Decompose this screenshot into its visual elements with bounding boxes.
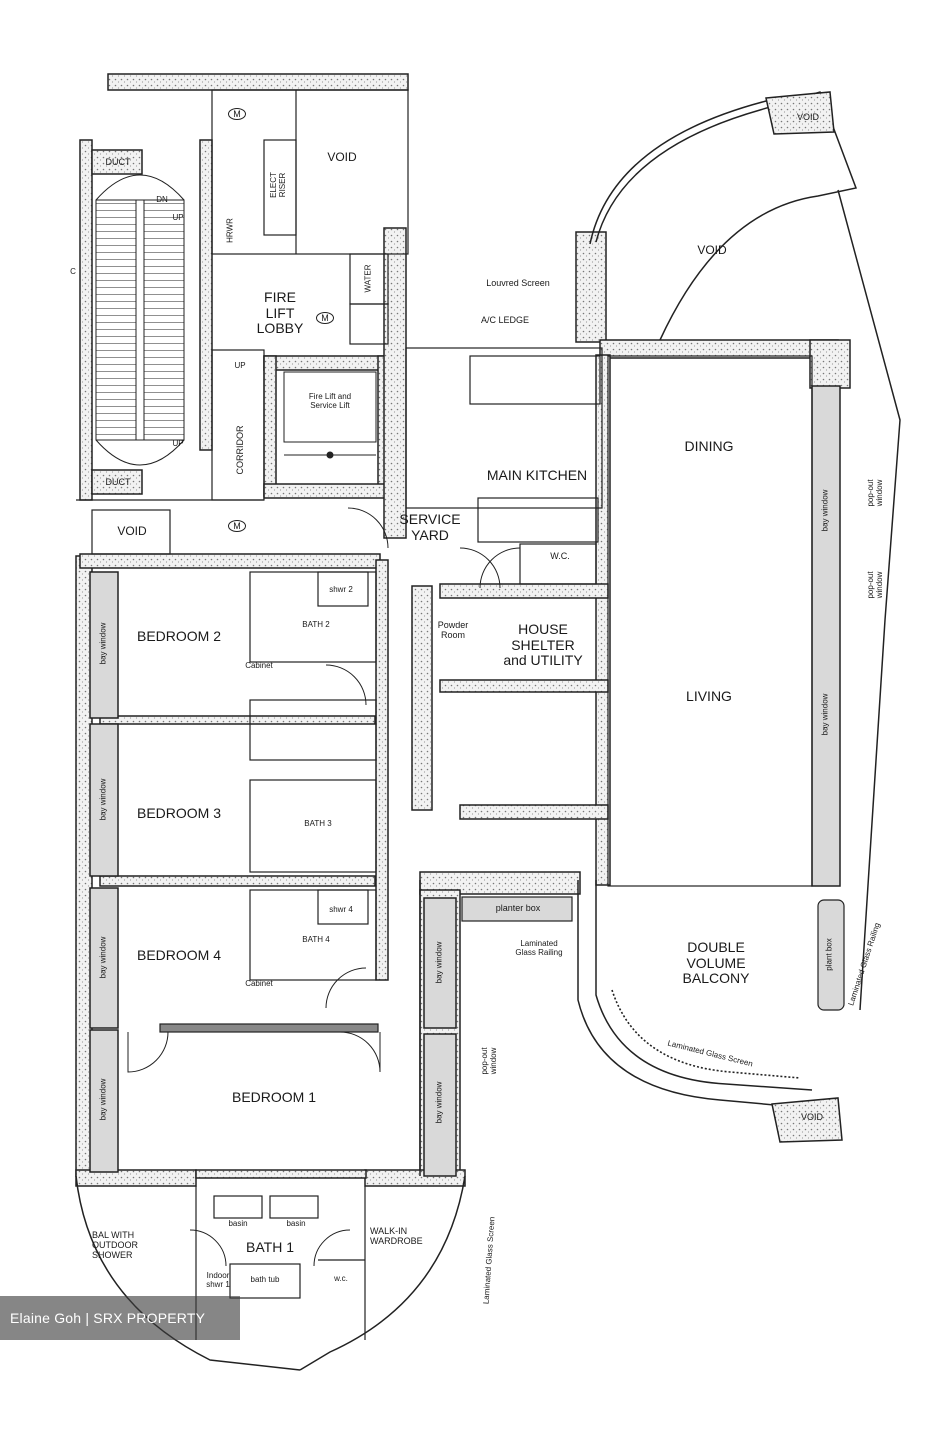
- shwr4-label: shwr 4: [329, 905, 353, 914]
- stair-dn-label: DN: [156, 195, 168, 204]
- lift-shaft: [283, 371, 377, 459]
- bedroom3-label: BEDROOM 3: [136, 805, 221, 821]
- stair-up-label-2: UP: [172, 439, 184, 448]
- wc-service-label: W.C.: [550, 551, 570, 561]
- watermark: Elaine Goh | SRX PROPERTY: [0, 1296, 240, 1340]
- bay-window-label-6: bay window: [434, 1081, 444, 1124]
- staircase: [95, 174, 185, 466]
- c-marker-label: C: [70, 267, 76, 276]
- laminated-glass-railing-label: Laminated Glass Railing: [515, 939, 563, 957]
- void-top-label: VOID: [327, 150, 357, 164]
- void-left-label: VOID: [117, 524, 147, 538]
- bath3-label: BATH 3: [304, 819, 332, 828]
- dining-label: DINING: [684, 438, 734, 454]
- bay-window-label-7: bay window: [820, 489, 830, 532]
- balcony-screen-hatch: [611, 989, 801, 1079]
- bay-window-label-5: bay window: [434, 941, 444, 984]
- ac-ledge-label: A/C LEDGE: [480, 315, 529, 325]
- void-corner-boxes: [765, 91, 843, 1143]
- bay-window-label-8: bay window: [820, 693, 830, 736]
- walls: [75, 73, 851, 1187]
- walk-in-wardrobe-label: WALK-IN WARDROBE: [370, 1226, 423, 1247]
- interior-lines: [76, 89, 845, 1340]
- bay-window-label-4: bay window: [98, 1078, 108, 1121]
- doors: [127, 507, 521, 1267]
- bay-window-label-3: bay window: [98, 936, 108, 979]
- m-marker-label-3: M: [228, 520, 246, 533]
- bedroom2-label: BEDROOM 2: [136, 628, 221, 644]
- wc-master-label: w.c.: [334, 1274, 348, 1283]
- duct-boxes: [91, 149, 143, 495]
- fire-lift-lobby-label: FIRE LIFT LOBBY: [256, 289, 304, 337]
- cabinet2-label: Cabinet: [245, 661, 273, 670]
- duct-bottom-label: DUCT: [105, 477, 131, 487]
- planter-box-label: planter box: [495, 903, 541, 913]
- living-label: LIVING: [686, 688, 732, 704]
- bath4-label: BATH 4: [302, 935, 330, 944]
- stair-up-label-1: UP: [172, 213, 184, 222]
- service-yard-label: SERVICE YARD: [399, 511, 461, 543]
- double-volume-balcony-label: DOUBLE VOLUME BALCONY: [682, 939, 750, 987]
- bedroom4-label: BEDROOM 4: [136, 947, 221, 963]
- bay-window-label-2: bay window: [98, 778, 108, 821]
- void-corner-top-label: VOID: [796, 112, 819, 122]
- louvred-screen-label: Louvred Screen: [486, 278, 550, 288]
- elect-riser-label: ELECT RISER: [269, 172, 287, 198]
- bath-tub-label: bath tub: [250, 1275, 280, 1284]
- popout-window-label-3: pop-out window: [480, 1047, 498, 1075]
- m-marker-label-2: M: [316, 312, 334, 325]
- basin-a-label: basin: [228, 1219, 248, 1228]
- house-shelter-label: HOUSE SHELTER and UTILITY: [503, 621, 583, 669]
- void-right-label: VOID: [697, 243, 727, 257]
- popout-window-label-2: pop-out window: [866, 571, 884, 599]
- main-kitchen-label: MAIN KITCHEN: [486, 467, 588, 483]
- popout-window-label-1: pop-out window: [866, 479, 884, 507]
- plant-box-label: plant box: [824, 938, 834, 971]
- powder-room-label: Powder Room: [437, 620, 469, 641]
- fire-lift-label: Fire Lift and Service Lift: [308, 392, 352, 410]
- hrwr-label: HRWR: [225, 218, 235, 243]
- bay-windows: [89, 385, 841, 1177]
- water-label: WATER: [363, 264, 373, 293]
- duct-top-label: DUCT: [105, 157, 131, 167]
- bedroom1-label: BEDROOM 1: [231, 1089, 316, 1105]
- indoor-shwr-label: Indoor shwr 1: [206, 1271, 230, 1289]
- curved-exterior: [75, 91, 901, 1371]
- basin-b-label: basin: [286, 1219, 306, 1228]
- bath2-label: BATH 2: [302, 620, 330, 629]
- m-marker-label-1: M: [228, 108, 246, 121]
- corridor-up-label: UP: [234, 361, 246, 370]
- corridor-label: CORRIDOR: [234, 425, 245, 475]
- shwr2-label: shwr 2: [329, 585, 353, 594]
- void-corner-bottom-label: VOID: [800, 1112, 823, 1122]
- bal-outdoor-shower-label: BAL WITH OUTDOOR SHOWER: [92, 1230, 138, 1261]
- bay-window-label-1: bay window: [98, 622, 108, 665]
- bath1-label: BATH 1: [246, 1239, 294, 1255]
- cabinet4-label: Cabinet: [245, 979, 273, 988]
